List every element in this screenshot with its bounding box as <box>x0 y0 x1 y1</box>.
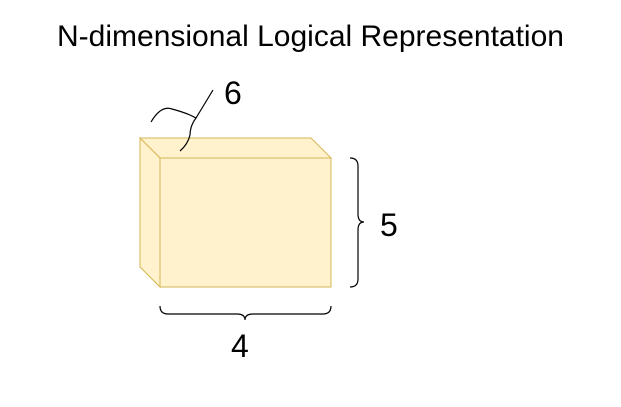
cuboid <box>138 136 333 289</box>
cuboid-top-face <box>138 137 333 159</box>
width-brace <box>159 305 332 321</box>
cuboid-front-face <box>159 157 332 288</box>
diagram-title: N-dimensional Logical Representation <box>57 20 564 53</box>
height-brace <box>349 157 365 288</box>
cuboid-side-face <box>139 136 161 289</box>
width-label: 4 <box>231 328 249 364</box>
depth-brace <box>150 89 214 152</box>
height-label: 5 <box>380 207 398 243</box>
depth-label: 6 <box>224 75 242 111</box>
